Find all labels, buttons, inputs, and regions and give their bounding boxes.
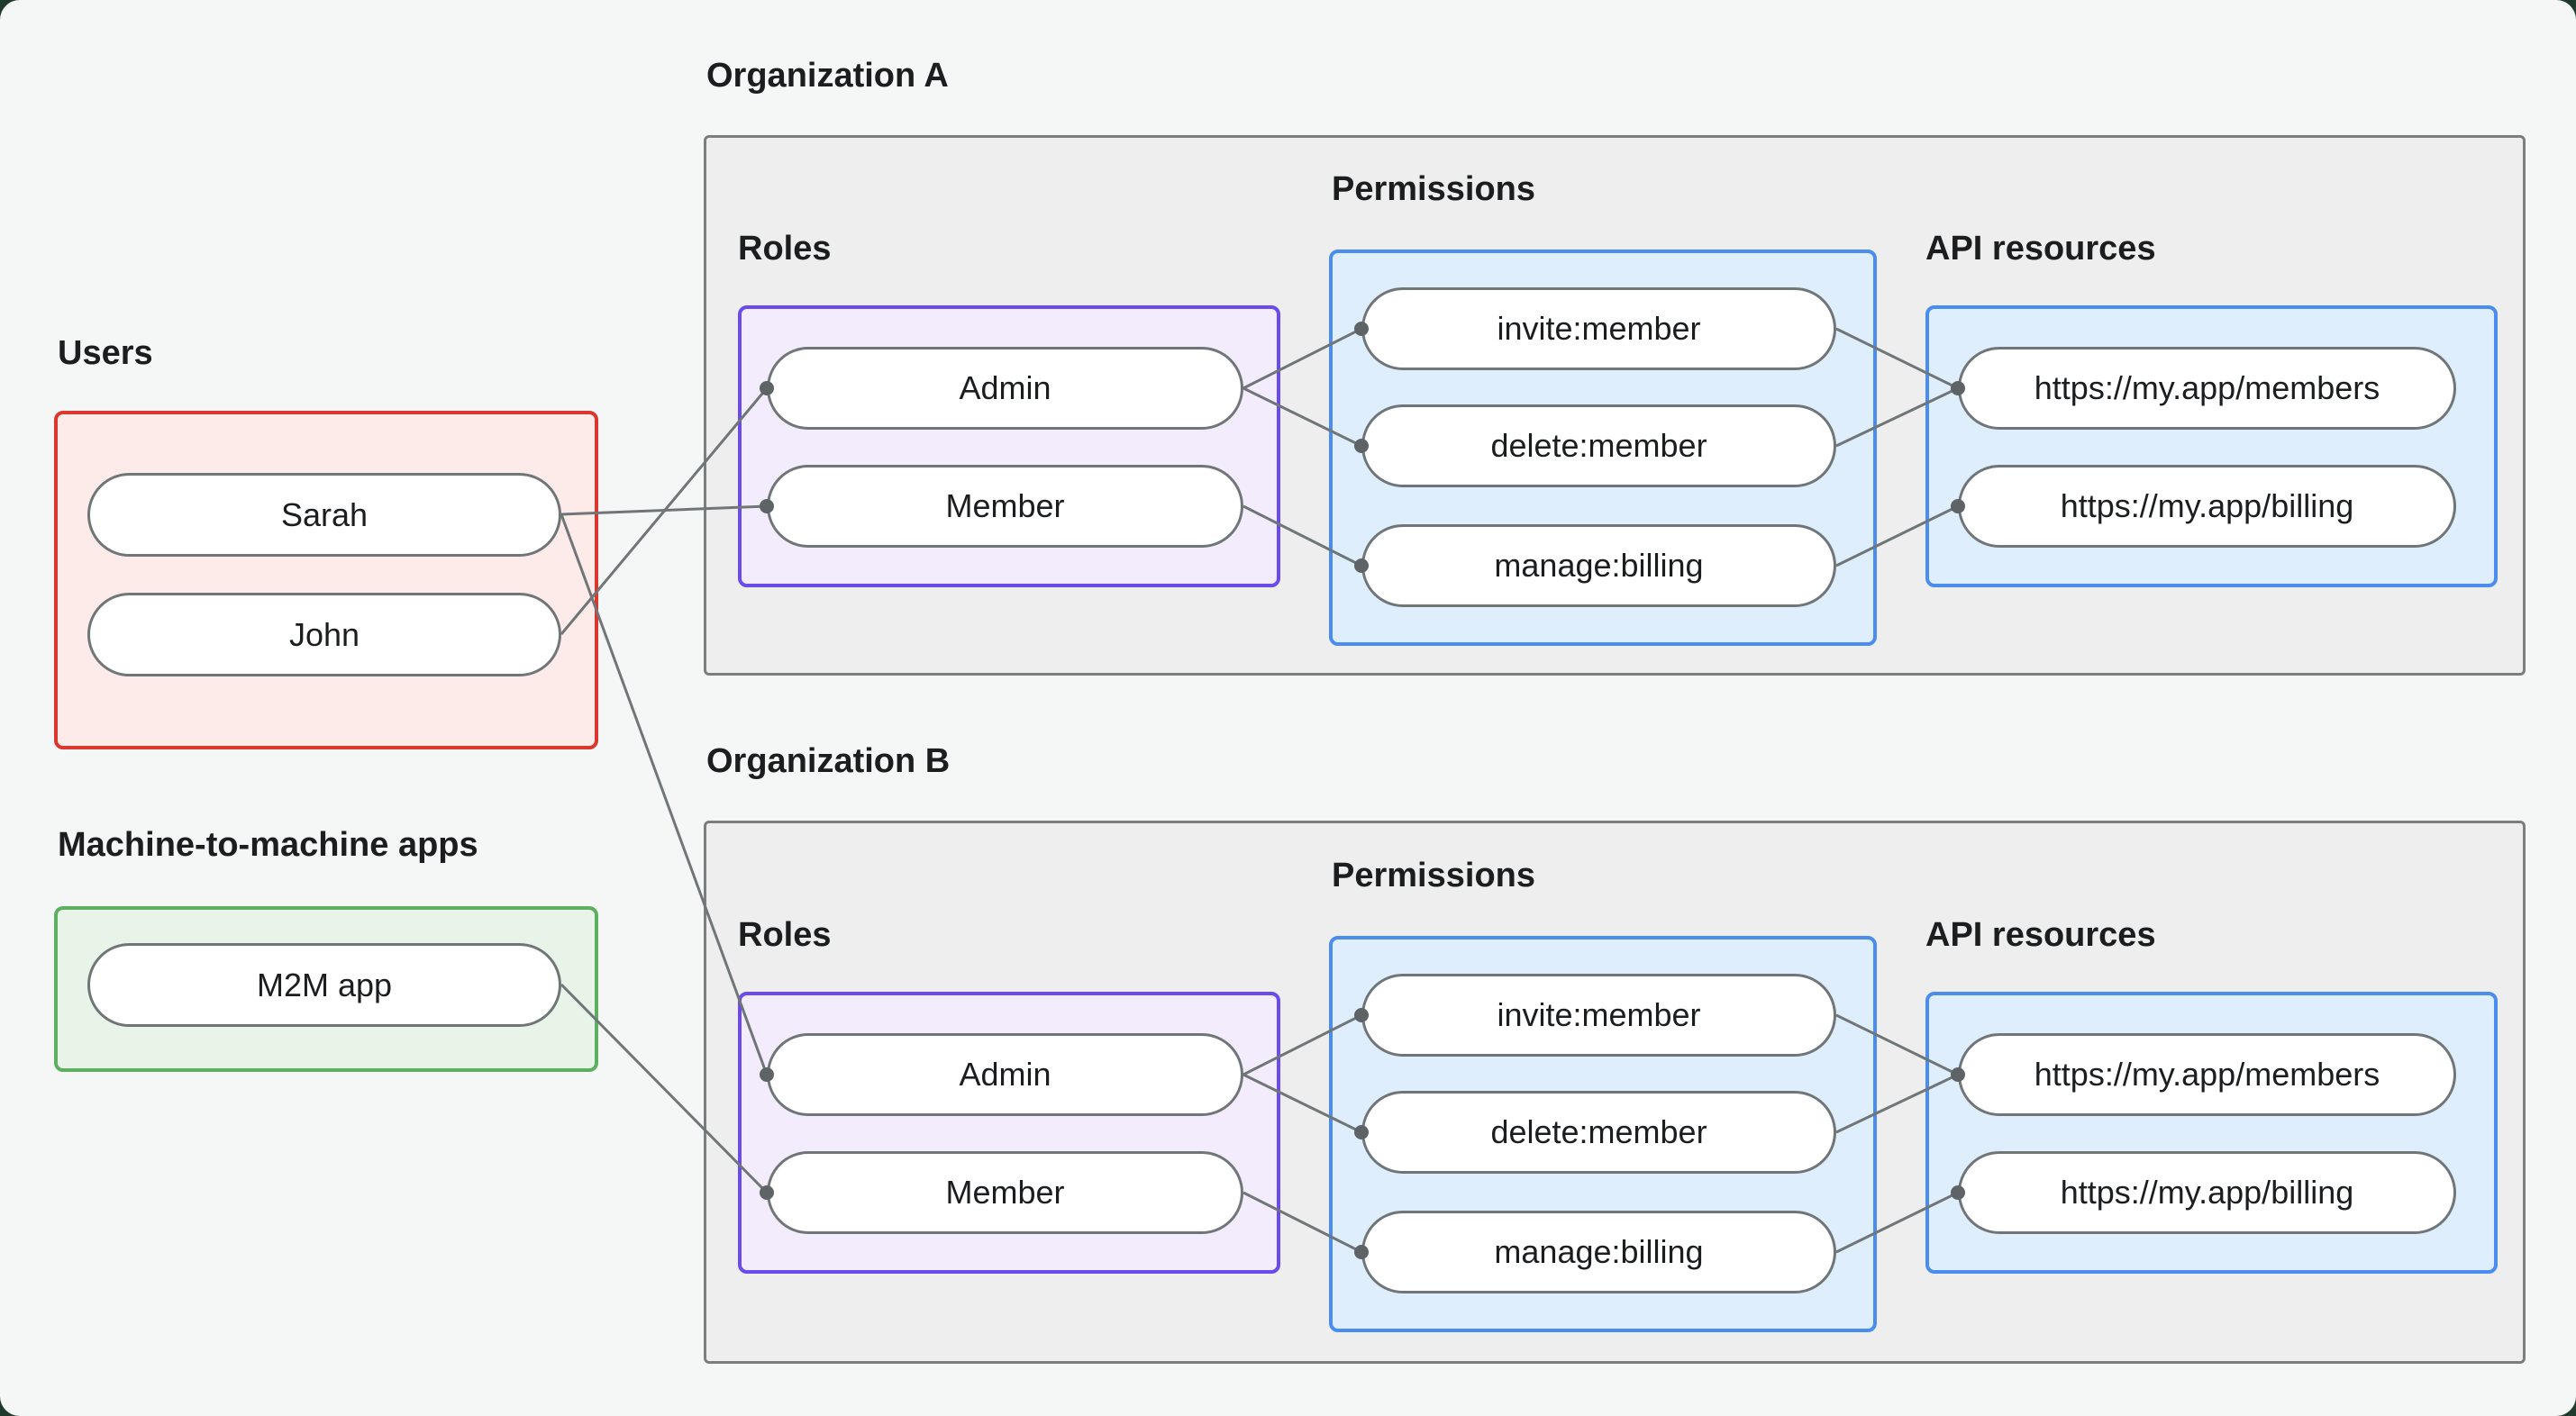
node-orga-delete-member: delete:member [1361,404,1836,487]
node-orgb-member: Member [767,1151,1243,1234]
node-orgb-admin: Admin [767,1033,1243,1116]
node-orga-billing-resource: https://my.app/billing [1958,465,2456,548]
org-a-permissions-label: Permissions [1332,170,1535,208]
node-m2m-app: M2M app [87,943,561,1027]
node-orgb-invite-member: invite:member [1361,974,1836,1057]
node-orgb-members-resource: https://my.app/members [1958,1033,2456,1116]
org-a-roles-label: Roles [738,230,832,268]
org-b-permissions-label: Permissions [1332,857,1535,894]
org-a-api-resources-label: API resources [1925,230,2156,268]
node-john: John [87,593,561,676]
node-orga-manage-billing: manage:billing [1361,524,1836,607]
node-orga-invite-member: invite:member [1361,287,1836,370]
org-b-title: Organization B [706,742,951,780]
org-b-roles-label: Roles [738,916,832,954]
node-orgb-billing-resource: https://my.app/billing [1958,1151,2456,1234]
node-orga-members-resource: https://my.app/members [1958,347,2456,430]
node-orga-admin: Admin [767,347,1243,430]
node-orgb-manage-billing: manage:billing [1361,1211,1836,1293]
org-a-title: Organization A [706,57,949,95]
node-sarah: Sarah [87,473,561,557]
m2m-group-label: Machine-to-machine apps [58,826,478,864]
org-b-api-resources-label: API resources [1925,916,2156,954]
users-group-box [54,411,598,749]
users-group-label: Users [58,334,153,372]
node-orga-member: Member [767,465,1243,548]
node-orgb-delete-member: delete:member [1361,1091,1836,1174]
